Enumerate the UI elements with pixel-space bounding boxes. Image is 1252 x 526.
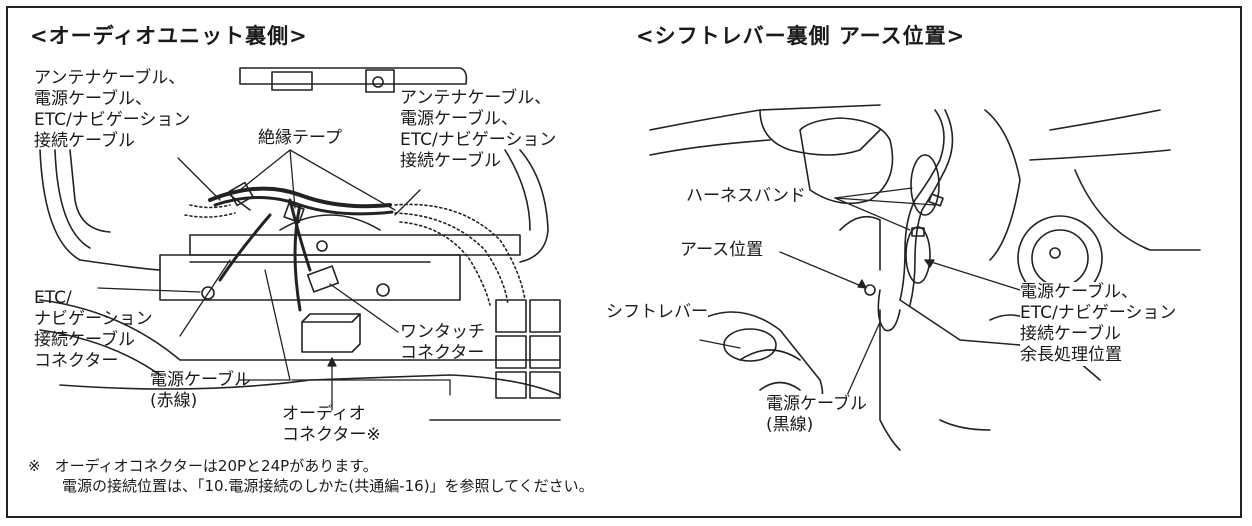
left-leader-lines	[97, 149, 451, 411]
right-leader-lines	[699, 187, 1021, 401]
label-etc-nav-connector: ETC/ ナビゲーション 接続ケーブル コネクター	[34, 288, 153, 371]
right-panel-heading: <シフトレバー裏側 アース位置>	[636, 24, 966, 48]
label-cable-group-left: アンテナケーブル、 電源ケーブル、 ETC/ナビゲーション 接続ケーブル	[34, 68, 191, 151]
label-cable-group-right: アンテナケーブル、 電源ケーブル、 ETC/ナビゲーション 接続ケーブル	[400, 88, 557, 171]
label-harness-band: ハーネスバンド	[686, 186, 806, 207]
label-slack-storage: 電源ケーブル、 ETC/ナビゲーション 接続ケーブル 余長処理位置	[1020, 282, 1177, 366]
label-shift-lever: シフトレバー	[606, 302, 708, 323]
shift-lever-drawing	[649, 104, 1201, 451]
label-insulation-tape: 絶縁テープ	[258, 128, 342, 148]
label-power-cable-red: 電源ケーブル (赤線)	[150, 370, 251, 411]
label-one-touch-connector: ワンタッチ コネクター	[400, 322, 485, 363]
footnote: ※ オーディオコネクターは20Pと24Pがあります。 電源の接続位置は、「10.…	[28, 456, 594, 496]
label-power-cable-black: 電源ケーブル (黒線)	[766, 394, 867, 436]
left-panel-heading: <オーディオユニット裏側>	[30, 24, 308, 48]
audio-unit-drawing	[39, 67, 561, 421]
footnote-text-2: 電源の接続位置は、「10.電源接続のしかた(共通編-16)」を参照してください。	[62, 477, 594, 495]
footnote-line-1: ※ オーディオコネクターは20Pと24Pがあります。	[28, 456, 594, 476]
label-ground-position: アース位置	[680, 240, 764, 261]
footnote-mark: ※	[28, 457, 41, 475]
label-audio-connector: オーディオ コネクター※	[282, 404, 381, 445]
footnote-text-1: オーディオコネクターは20Pと24Pがあります。	[54, 457, 378, 475]
